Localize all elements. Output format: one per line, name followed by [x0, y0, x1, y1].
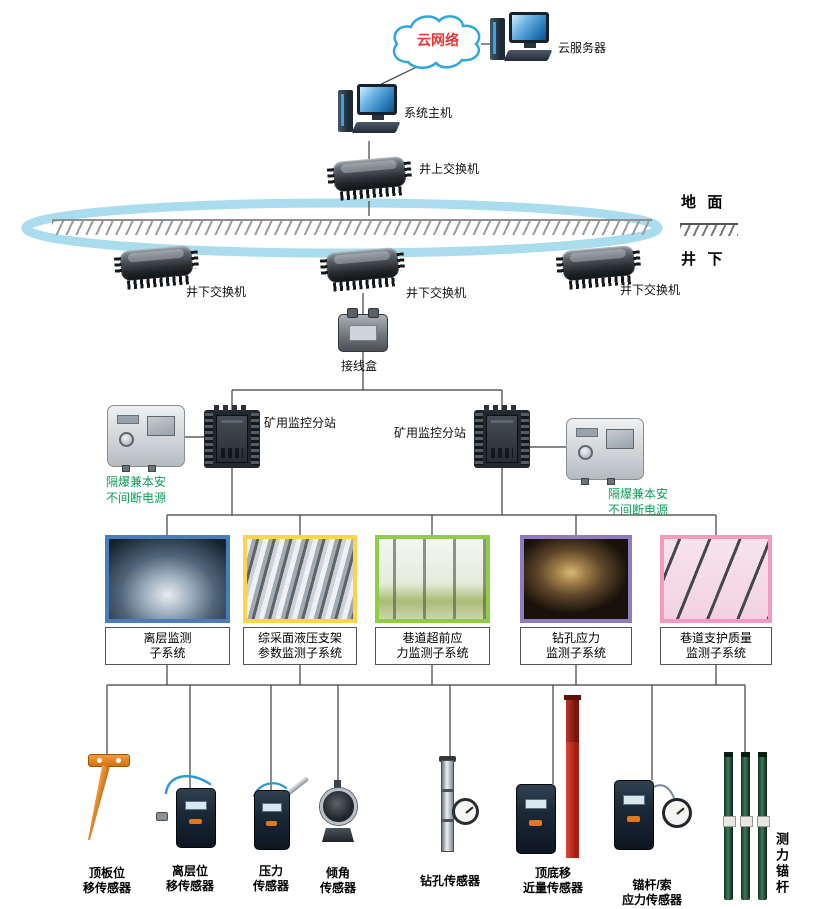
computer-tower [338, 90, 353, 132]
gauge-icon [320, 788, 357, 825]
ground-surface-hatch [52, 219, 652, 235]
borehole-sensor-icon [424, 756, 480, 858]
subsystem-4-photo [520, 535, 632, 623]
wire-group [106, 43, 746, 790]
underground-switch-left-label: 井下交换机 [186, 285, 247, 299]
sensor-4-label: 倾角传感器 [319, 866, 356, 895]
computer-keyboard [351, 122, 401, 133]
subsystem-1-photo [105, 535, 230, 623]
subsystem-advance-stress: 巷道超前应 力监测子系统 [375, 535, 490, 665]
tilt-sensor-icon [314, 780, 362, 854]
substation-right-label: 矿用监控分站 [394, 426, 467, 440]
plug-icon [156, 812, 168, 821]
junction-box-icon [338, 308, 388, 352]
sensor-5-label: 钻孔传感器 [419, 874, 480, 888]
substation-right-icon [474, 405, 530, 468]
computer-monitor [357, 84, 397, 115]
ups-left-icon [107, 405, 185, 472]
pressure-sensor-icon [242, 776, 314, 862]
sensor-2-label: 离层位移传感器 [165, 864, 214, 893]
underground-switch-middle-icon [318, 243, 408, 298]
cloud-icon [392, 15, 481, 69]
subsystem-3-label: 巷道超前应 力监测子系统 [375, 627, 490, 665]
computer-keyboard [503, 50, 553, 61]
substation-left-icon [204, 405, 260, 468]
subsystem-5-label: 巷道支护质量 监测子系统 [660, 627, 772, 665]
gauge-icon [452, 798, 479, 825]
subsystem-1-label: 离层监测 子系统 [105, 627, 230, 665]
roof-displacement-sensor-icon [82, 752, 134, 852]
ups-left-label: 隔爆兼本安 不间断电源 [105, 475, 166, 505]
subsystem-5-photo [660, 535, 772, 623]
computer-tower [490, 18, 505, 60]
subsystem-borehole-stress: 钻孔应力 监测子系统 [520, 535, 632, 665]
system-host-icon [338, 84, 402, 144]
subsystem-2-photo [243, 535, 357, 623]
anchor-stress-sensor-icon [612, 772, 696, 856]
gauge-icon [662, 798, 692, 828]
dial-icon [578, 445, 593, 460]
subsystem-2-label: 综采面液压支架 参数监测子系统 [243, 627, 357, 665]
system-host-label: 系统主机 [404, 106, 453, 120]
subsystem-hydraulic-support: 综采面液压支架 参数监测子系统 [243, 535, 357, 665]
sensor-1-label: 顶板位移传感器 [82, 866, 131, 895]
ups-right-label: 隔爆兼本安 不间断电源 [607, 487, 668, 517]
surface-switch-label: 井上交换机 [419, 162, 480, 176]
computer-monitor [509, 12, 549, 43]
ground-symbol-hatch [680, 223, 738, 236]
underground-switch-right-label: 井下交换机 [620, 283, 681, 297]
sensor-6-label: 顶底移近量传感器 [522, 866, 583, 895]
measuring-pole-icon [564, 695, 581, 858]
surface-switch-icon [325, 152, 415, 207]
junction-box-label: 接线盒 [341, 359, 378, 373]
underground-switch-middle-label: 井下交换机 [406, 286, 467, 300]
ground-label: 地 面 [681, 194, 724, 211]
force-anchor-rods-icon [723, 752, 770, 902]
underground-label: 井 下 [681, 251, 724, 268]
sensor-3-label: 压力传感器 [252, 864, 289, 893]
cloud-server-label: 云服务器 [558, 41, 607, 55]
sensor-7-label: 锚杆/索应力传感器 [621, 878, 682, 907]
cloud-server-icon [490, 12, 554, 72]
cable-icon [164, 775, 212, 794]
sensor-8-label: 测力锚杆 [774, 832, 789, 896]
dial-icon [119, 432, 134, 447]
subsystem-3-photo [375, 535, 490, 623]
subsystem-separation-monitoring: 离层监测 子系统 [105, 535, 230, 665]
cloud-network-label: 云网络 [417, 32, 459, 48]
subsystem-4-label: 钻孔应力 监测子系统 [520, 627, 632, 665]
substation-left-label: 矿用监控分站 [264, 416, 337, 430]
subsystem-support-quality: 巷道支护质量 监测子系统 [660, 535, 772, 665]
separation-displacement-sensor-icon [156, 768, 220, 862]
ups-right-icon [566, 418, 644, 485]
roof-floor-convergence-sensor-icon [514, 695, 584, 864]
